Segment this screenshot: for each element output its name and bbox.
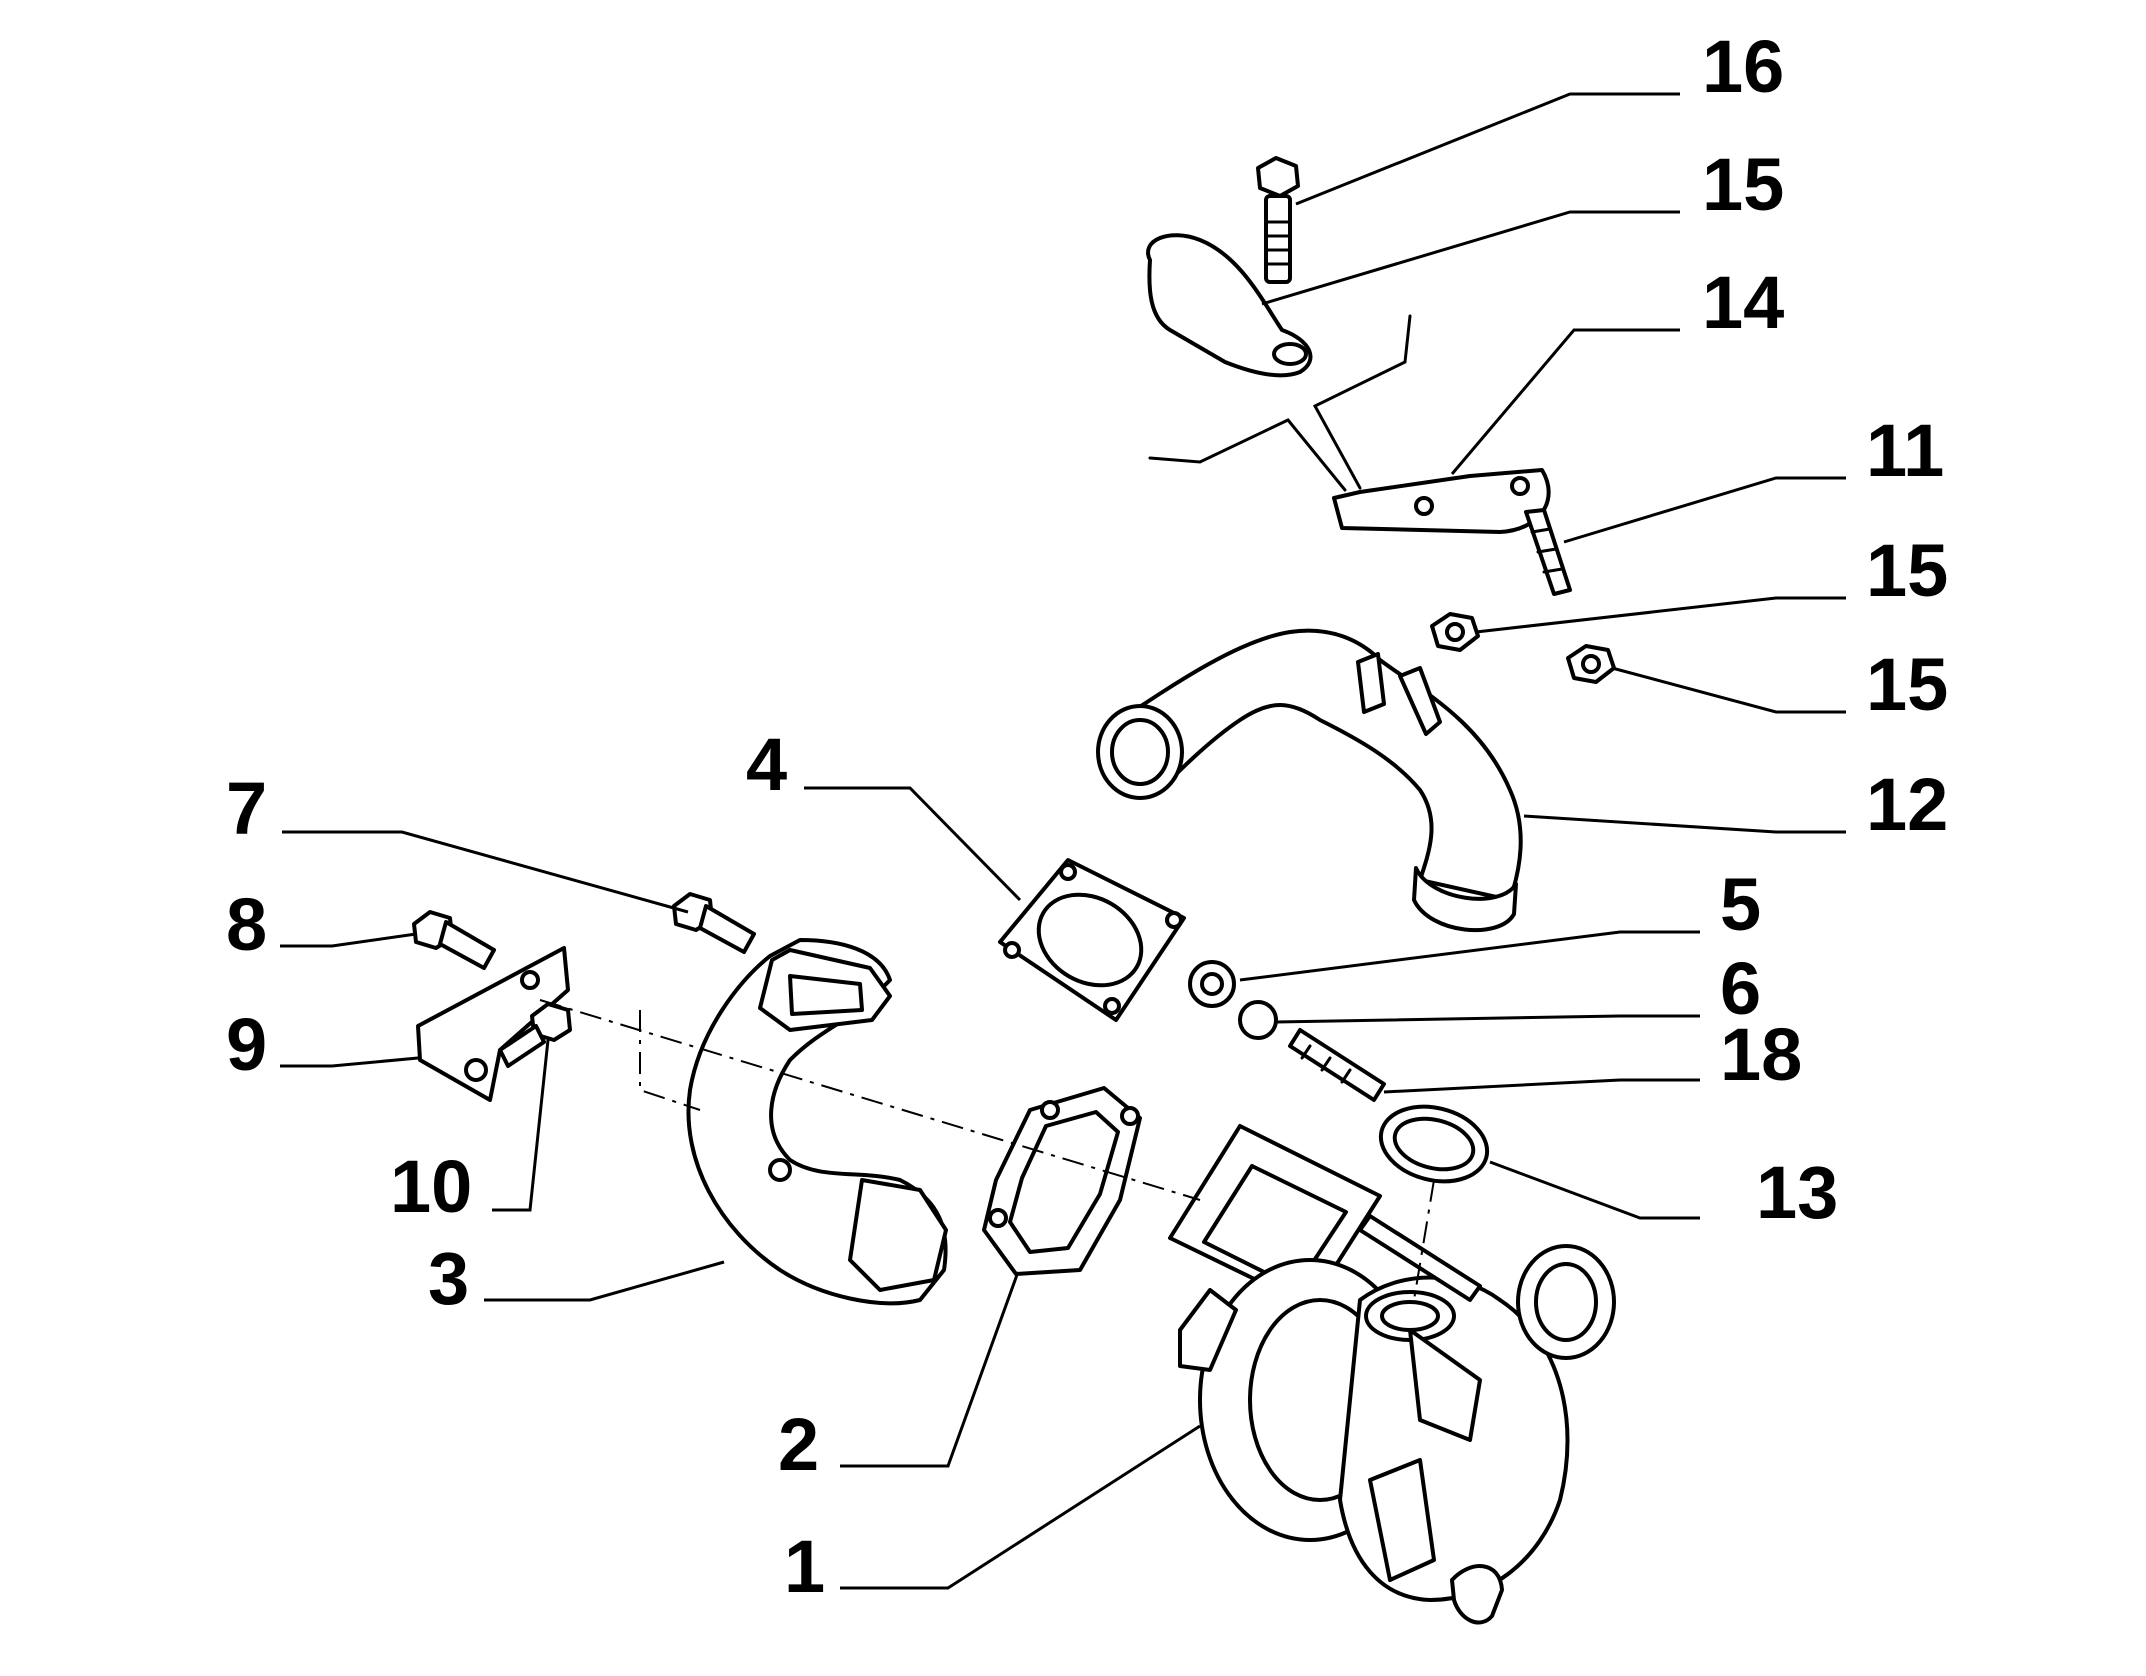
part-13-ring bbox=[1378, 1104, 1490, 1184]
callout-8: 8 bbox=[226, 883, 267, 966]
callout-3: 3 bbox=[428, 1237, 469, 1320]
part-11-stud bbox=[1524, 508, 1572, 596]
callout-7: 7 bbox=[226, 767, 267, 850]
part-15-nut-a bbox=[1430, 612, 1480, 652]
part-5-washer bbox=[1188, 960, 1236, 1008]
callout-numbers: 16 15 14 11 15 15 12 5 6 18 13 4 7 8 9 1… bbox=[226, 25, 1948, 1608]
part-1-turbocharger bbox=[1168, 1124, 1616, 1625]
callout-13: 13 bbox=[1756, 1151, 1838, 1234]
callout-1: 1 bbox=[784, 1525, 825, 1608]
part-6-bush bbox=[1238, 1000, 1278, 1040]
callout-17: 16 bbox=[1702, 25, 1784, 108]
part-10-bolt bbox=[498, 1002, 572, 1068]
callout-2: 2 bbox=[778, 1403, 819, 1486]
callout-4: 4 bbox=[746, 723, 787, 806]
callout-10: 10 bbox=[390, 1145, 472, 1228]
part-18-stud bbox=[1288, 1028, 1386, 1102]
part-16-pipe-clamp bbox=[1146, 233, 1313, 378]
callout-16: 15 bbox=[1702, 143, 1784, 226]
callout-12: 12 bbox=[1866, 763, 1948, 846]
part-17-bolt bbox=[1256, 156, 1300, 284]
callout-9: 9 bbox=[226, 1003, 267, 1086]
part-12-intake-pipe bbox=[1096, 628, 1523, 933]
part-2-gasket bbox=[982, 1086, 1142, 1276]
callout-18: 18 bbox=[1720, 1013, 1802, 1096]
callout-14: 14 bbox=[1702, 261, 1784, 344]
callout-11: 11 bbox=[1866, 409, 1944, 492]
callout-15a: 15 bbox=[1866, 529, 1948, 612]
assembly-axis-lines bbox=[539, 999, 1435, 1301]
part-15-nut-b bbox=[1566, 644, 1616, 684]
callout-5: 5 bbox=[1720, 863, 1761, 946]
part-8-bolt bbox=[412, 910, 496, 970]
callout-15b: 15 bbox=[1866, 643, 1948, 726]
callout-6: 6 bbox=[1720, 947, 1761, 1030]
part-3-exhaust-elbow bbox=[686, 938, 948, 1306]
part-7-bolt bbox=[672, 892, 756, 954]
part-4-gasket bbox=[998, 858, 1186, 1022]
part-14-bracket bbox=[1148, 314, 1551, 534]
leader-lines bbox=[280, 92, 1846, 1590]
